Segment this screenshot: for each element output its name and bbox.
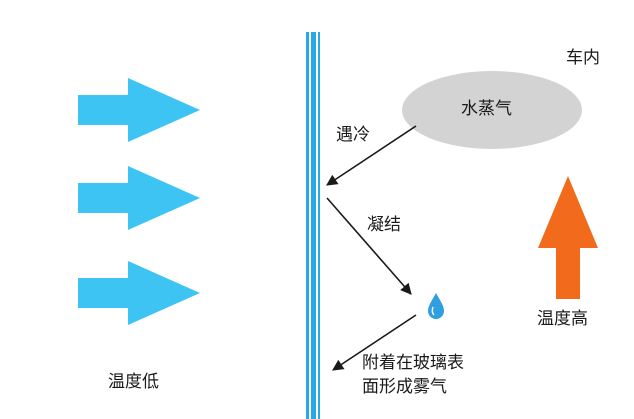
result-line-1: 附着在玻璃表 xyxy=(362,353,464,373)
cold-air-arrow-icon xyxy=(78,261,200,325)
glass-window xyxy=(306,32,320,419)
attach-flow-arrow xyxy=(332,314,417,371)
result-line-2: 面形成雾气 xyxy=(362,377,447,397)
water-vapor-label: 水蒸气 xyxy=(461,99,512,119)
outside-temp-label: 温度低 xyxy=(108,372,159,392)
inside-label: 车内 xyxy=(566,48,600,68)
water-drop-icon xyxy=(428,293,444,319)
cold-air-arrow-icon xyxy=(78,166,200,230)
condense-flow-arrow xyxy=(326,197,412,295)
cool-flow-arrow xyxy=(326,125,417,186)
warm-air-arrow-icon xyxy=(538,176,598,299)
result-text: 附着在玻璃表 面形成雾气 xyxy=(362,351,464,399)
water-vapor-cloud xyxy=(402,71,582,149)
condense-label: 凝结 xyxy=(367,215,401,235)
cold-air-arrow-icon xyxy=(78,78,200,142)
inside-temp-label: 温度高 xyxy=(537,309,588,329)
cool-label: 遇冷 xyxy=(336,125,370,145)
